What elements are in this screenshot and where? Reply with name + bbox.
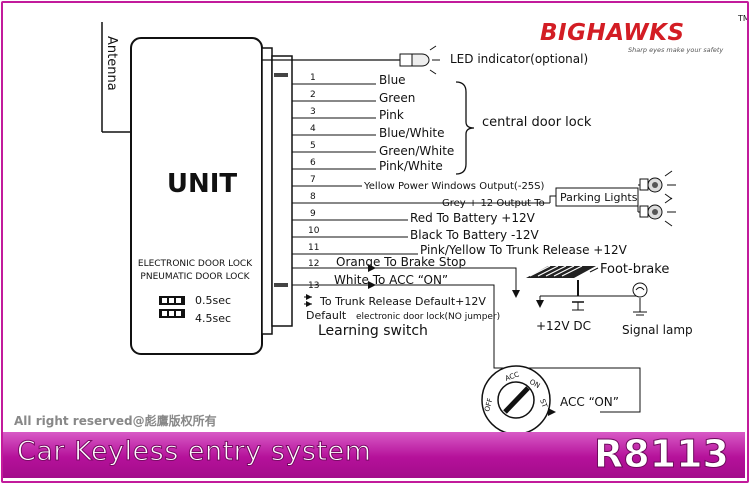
wire-num-1: 1 — [310, 73, 316, 83]
footer-title: Car Keyless entry system — [16, 436, 372, 468]
wire-label-4: Blue/White — [379, 126, 445, 140]
default-description: electronic door lock(NO jumper) — [356, 312, 500, 322]
parking-bulb-top-icon — [638, 170, 676, 200]
parking-lights-label: Parking Lights — [560, 191, 638, 204]
dc-arrow — [536, 300, 544, 308]
wire-label-6: Pink/White — [379, 159, 443, 173]
wire-num-11: 11 — [308, 243, 319, 253]
wire-label-11: Pink/Yellow To Trunk Release +12V — [420, 243, 628, 257]
led-label: LED indicator(optional) — [450, 52, 588, 66]
wire-num-13: 13 — [308, 281, 319, 291]
wire-labels: Blue Green Pink Blue/White Green/White P… — [334, 73, 628, 287]
copyright-text: All right reserved@彪鷹版权所有 — [14, 414, 217, 428]
wire-label-9: Red To Battery +12V — [410, 211, 536, 225]
dc-label: +12V DC — [536, 319, 591, 333]
wire-numbers: 1 2 3 4 5 6 7 8 9 10 11 12 13 — [308, 73, 320, 291]
wire-label-10: Black To Battery -12V — [410, 228, 540, 242]
brake-switch-icon — [539, 295, 640, 311]
signal-lamp-label: Signal lamp — [622, 323, 693, 337]
wire-label-8: Grey + 12 Output To — [442, 198, 545, 209]
wire-num-2: 2 — [310, 90, 316, 100]
learning-switch-label: Learning switch — [318, 323, 428, 339]
wire-num-6: 6 — [310, 158, 316, 168]
wire-num-7: 7 — [310, 175, 316, 185]
wire-label-7: Yellow Power Windows Output(-25S) — [363, 181, 545, 192]
unit-title: UNIT — [167, 169, 238, 199]
trunk-jumper-icon — [304, 294, 312, 307]
brand-logo: BIGHAWKS — [540, 20, 685, 46]
wire-label-1: Blue — [379, 73, 406, 87]
wire-label-13: White To ACC “ON” — [334, 273, 448, 287]
acc-on-label: ACC “ON” — [560, 395, 619, 409]
trunk-default-label: To Trunk Release Default+12V — [319, 295, 486, 308]
acc-arrow — [548, 408, 556, 416]
brand-slogan: Sharp eyes make your safety — [628, 46, 724, 54]
signal-lamp-icon — [632, 282, 648, 316]
jumper-label-2: 4.5sec — [195, 312, 231, 325]
ign-st: ST — [538, 398, 549, 410]
wire-num-10: 10 — [308, 226, 320, 236]
led-icon — [399, 45, 440, 75]
antenna-label: Antenna — [104, 36, 119, 91]
ign-off: OFF — [483, 397, 494, 412]
jumper-label-1: 0.5sec — [195, 294, 231, 307]
wire-label-3: Pink — [379, 108, 404, 122]
ignition-switch-icon: OFF ACC ON ST — [481, 365, 551, 435]
wire-label-5: Green/White — [379, 144, 454, 158]
foot-brake-label: Foot-brake — [600, 262, 669, 277]
wire-label-2: Green — [379, 91, 415, 105]
trademark-mark: TM — [738, 14, 750, 23]
mode-pneumatic: PNEUMATIC DOOR LOCK — [140, 272, 250, 282]
wire-num-3: 3 — [310, 107, 316, 117]
parking-bulb-bottom-icon — [638, 197, 676, 227]
wire-connector — [261, 47, 293, 335]
central-lock-label: central door lock — [482, 115, 592, 130]
model-number: R8113 — [593, 432, 729, 477]
foot-brake-pointer — [589, 267, 599, 273]
wire-num-8: 8 — [310, 192, 316, 202]
default-label: Default — [306, 309, 347, 322]
wire-label-12: Orange To Brake Stop — [336, 255, 466, 269]
mode-electronic: ELECTRONIC DOOR LOCK — [138, 259, 253, 269]
jumper-setting-1 — [159, 296, 185, 305]
wire-num-4: 4 — [310, 124, 316, 134]
parking-lights-wire — [549, 195, 556, 203]
jumper-setting-2 — [159, 309, 185, 318]
wire-num-12: 12 — [308, 259, 319, 269]
footer-banner: Car Keyless entry system R8113 — [3, 432, 745, 478]
wire-num-5: 5 — [310, 141, 316, 151]
foot-brake-pedal-icon — [526, 265, 596, 296]
wire-lines — [292, 83, 641, 413]
central-lock-brace — [455, 81, 475, 175]
wire-num-9: 9 — [310, 209, 316, 219]
